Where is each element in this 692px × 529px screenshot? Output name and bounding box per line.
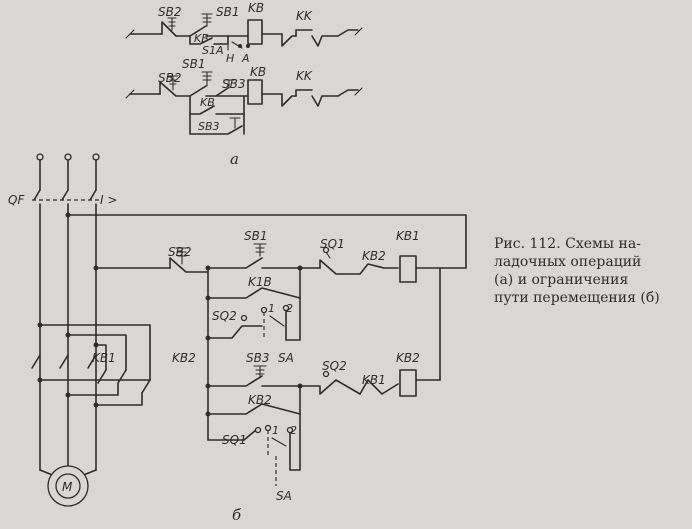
label-a-a: A [241, 52, 250, 65]
caption-line-2: ладочных операций [494, 254, 641, 270]
diagram-a: SB2 SB1 KB KK KB S1A H A SB1 SB2 SB3 KB … [125, 1, 363, 168]
label-b-sb1: SB1 [244, 229, 267, 243]
label-b-kb1-coil: KB1 [396, 229, 420, 243]
label-b-sa-top: SA [278, 351, 294, 365]
label-b-i-gt: I > [100, 193, 117, 207]
caption-line-4: пути перемещения (б) [494, 290, 660, 306]
label-a-sb3-bottom: SB3 [198, 120, 220, 133]
label-b-kb2-power: KB2 [172, 351, 196, 365]
figure-caption: Рис. 112. Схемы на- ладочных операций (а… [494, 236, 660, 306]
label-b-kb2-top: KB2 [362, 249, 386, 263]
diagram-a-row2 [125, 71, 363, 135]
caption-line-1: Рис. 112. Схемы на- [494, 236, 641, 252]
label-b-sa1-bottom: 1 [272, 424, 279, 437]
caption-line-3: (а) и ограничения [494, 272, 628, 288]
label-a-sb3-2: SB3 [222, 77, 245, 91]
label-b-sq1-top: SQ1 [320, 237, 345, 251]
label-b-sq2-top: SQ2 [212, 309, 237, 323]
label-b-sa-bottom: SA [276, 489, 292, 503]
label-b-sq2-bottom: SQ2 [322, 359, 347, 373]
sublabel-a: а [230, 150, 239, 168]
label-b-sa2-top: 2 [286, 302, 293, 315]
label-a-sb1-2: SB1 [182, 57, 205, 71]
label-a-kb-contact-1: KB [194, 32, 209, 45]
label-a-kk-1: KK [296, 9, 313, 23]
label-b-kb1-bottom: KB1 [362, 373, 386, 387]
label-b-sb3: SB3 [246, 351, 269, 365]
label-b-kb2-coil: KB2 [396, 351, 420, 365]
label-b-kb1-power: KB1 [92, 351, 116, 365]
label-a-h: H [226, 52, 234, 65]
label-b-kb2-hold: KB2 [248, 393, 272, 407]
label-a-sb2-2: SB2 [158, 71, 181, 85]
label-a-sb2-1: SB2 [158, 5, 181, 19]
diagram-b: QF I > KB1 KB2 M SB2 SB1 SQ1 KB2 KB1 K1B… [8, 153, 467, 524]
label-a-kb-coil-1: KB [248, 1, 264, 15]
label-b-sb2: SB2 [168, 245, 191, 259]
label-b-motor: M [62, 480, 73, 494]
label-b-sa2-bottom: 2 [290, 424, 297, 437]
label-b-qf: QF [8, 193, 25, 207]
label-a-sb1-1: SB1 [216, 5, 239, 19]
diagram-a-row1 [125, 13, 363, 51]
label-a-kb-coil-2: KB [250, 65, 266, 79]
label-a-kb-contact-2: KB [200, 96, 215, 109]
label-a-s1a: S1A [202, 44, 224, 57]
label-b-sq1-bottom: SQ1 [222, 433, 247, 447]
label-b-sa1-top: 1 [268, 302, 275, 315]
label-a-kk-2: KK [296, 69, 313, 83]
label-b-k1b: K1B [248, 275, 272, 289]
sublabel-b: б [232, 506, 242, 524]
